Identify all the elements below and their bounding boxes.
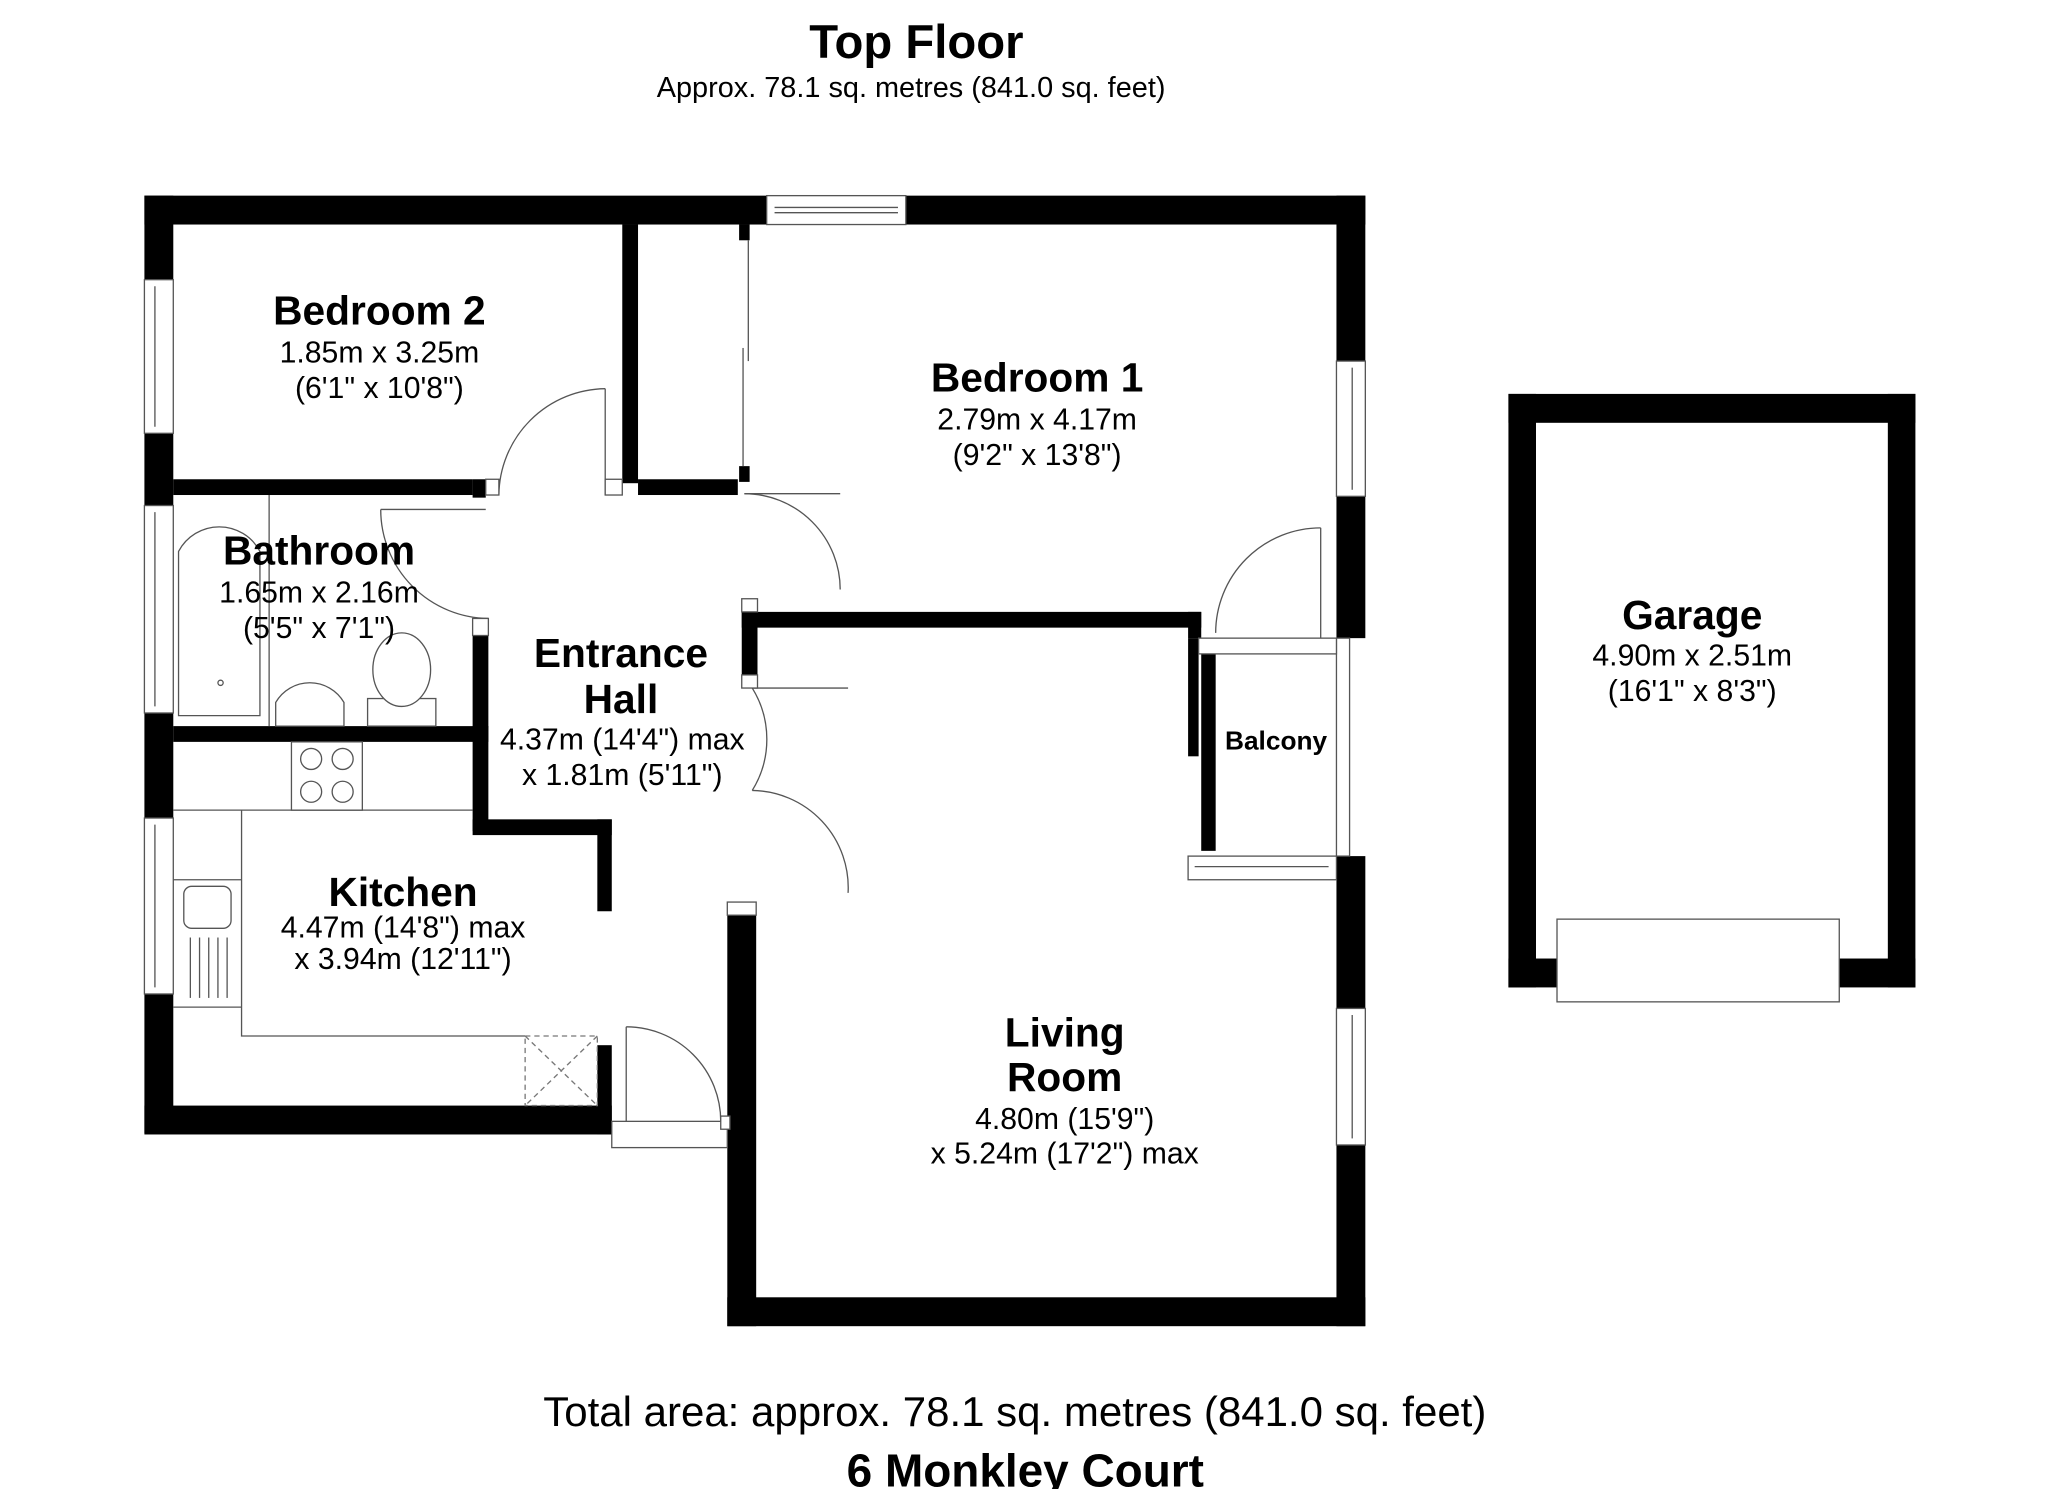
kitchen-sink-icon bbox=[183, 885, 232, 929]
windows bbox=[143, 194, 1366, 1146]
bath-icon bbox=[177, 526, 261, 717]
garage bbox=[1508, 393, 1916, 1003]
room-dim-imperial: (5'5" x 7'1") bbox=[243, 612, 395, 645]
room-name-line1: Entrance bbox=[534, 630, 708, 676]
room-name-line2: Hall bbox=[584, 676, 659, 722]
room-dim-line1: 4.37m (14'4") max bbox=[500, 724, 745, 757]
room-name: Bedroom 1 bbox=[931, 354, 1144, 400]
garage-door bbox=[1556, 918, 1840, 1003]
room-balcony: Balcony bbox=[1225, 726, 1328, 756]
room-dim-imperial: (6'1" x 10'8") bbox=[295, 372, 464, 405]
room-dim-line2: x 5.24m (17'2") max bbox=[931, 1137, 1199, 1170]
room-dim-metric: 2.79m x 4.17m bbox=[937, 403, 1137, 436]
sink-icon bbox=[275, 682, 345, 727]
room-kitchen: Kitchen 4.47m (14'8") max x 3.94m (12'11… bbox=[281, 869, 526, 976]
doors bbox=[380, 240, 1322, 1149]
room-name: Balcony bbox=[1225, 726, 1328, 756]
hob-icon bbox=[290, 741, 363, 811]
room-dim-line2: x 3.94m (12'11") bbox=[294, 943, 511, 976]
room-dim-imperial: (16'1" x 8'3") bbox=[1608, 675, 1777, 708]
kitchen-fixtures bbox=[173, 741, 598, 1107]
room-bedroom-2: Bedroom 2 1.85m x 3.25m (6'1" x 10'8") bbox=[273, 287, 486, 405]
room-garage: Garage 4.90m x 2.51m (16'1" x 8'3") bbox=[1592, 592, 1792, 708]
room-dim-imperial: (9'2" x 13'8") bbox=[953, 439, 1122, 472]
room-entrance-hall: Entrance Hall 4.37m (14'4") max x 1.81m … bbox=[500, 630, 745, 792]
cupboard-icon bbox=[524, 1035, 598, 1107]
room-bathroom: Bathroom 1.65m x 2.16m (5'5" x 7'1") bbox=[219, 528, 419, 646]
room-living-room: Living Room 4.80m (15'9") x 5.24m (17'2"… bbox=[931, 1009, 1199, 1170]
toilet-icon bbox=[372, 632, 432, 708]
room-bedroom-1: Bedroom 1 2.79m x 4.17m (9'2" x 13'8") bbox=[931, 354, 1144, 472]
room-dim-line1: 4.80m (15'9") bbox=[975, 1103, 1154, 1136]
room-dim-metric: 4.90m x 2.51m bbox=[1592, 640, 1792, 673]
apartment-walls bbox=[144, 195, 1366, 1327]
room-dim-metric: 1.85m x 3.25m bbox=[280, 336, 480, 369]
room-name: Bedroom 2 bbox=[273, 287, 486, 333]
bathroom-fixtures bbox=[177, 495, 437, 727]
room-dim-line2: x 1.81m (5'11") bbox=[522, 759, 722, 792]
room-dim-line1: 4.47m (14'8") max bbox=[281, 912, 526, 945]
room-name: Kitchen bbox=[328, 869, 477, 915]
floor-area-subtitle: Approx. 78.1 sq. metres (841.0 sq. feet) bbox=[657, 72, 1166, 104]
property-address: 6 Monkley Court bbox=[847, 1444, 1204, 1489]
room-name: Bathroom bbox=[223, 528, 415, 574]
floor-title: Top Floor bbox=[809, 16, 1023, 69]
total-area: Total area: approx. 78.1 sq. metres (841… bbox=[543, 1388, 1486, 1435]
room-name-line1: Living bbox=[1005, 1009, 1125, 1055]
room-name: Garage bbox=[1622, 592, 1762, 638]
room-name-line2: Room bbox=[1007, 1054, 1122, 1100]
drainer-icon bbox=[189, 937, 228, 998]
room-dim-metric: 1.65m x 2.16m bbox=[219, 577, 419, 610]
